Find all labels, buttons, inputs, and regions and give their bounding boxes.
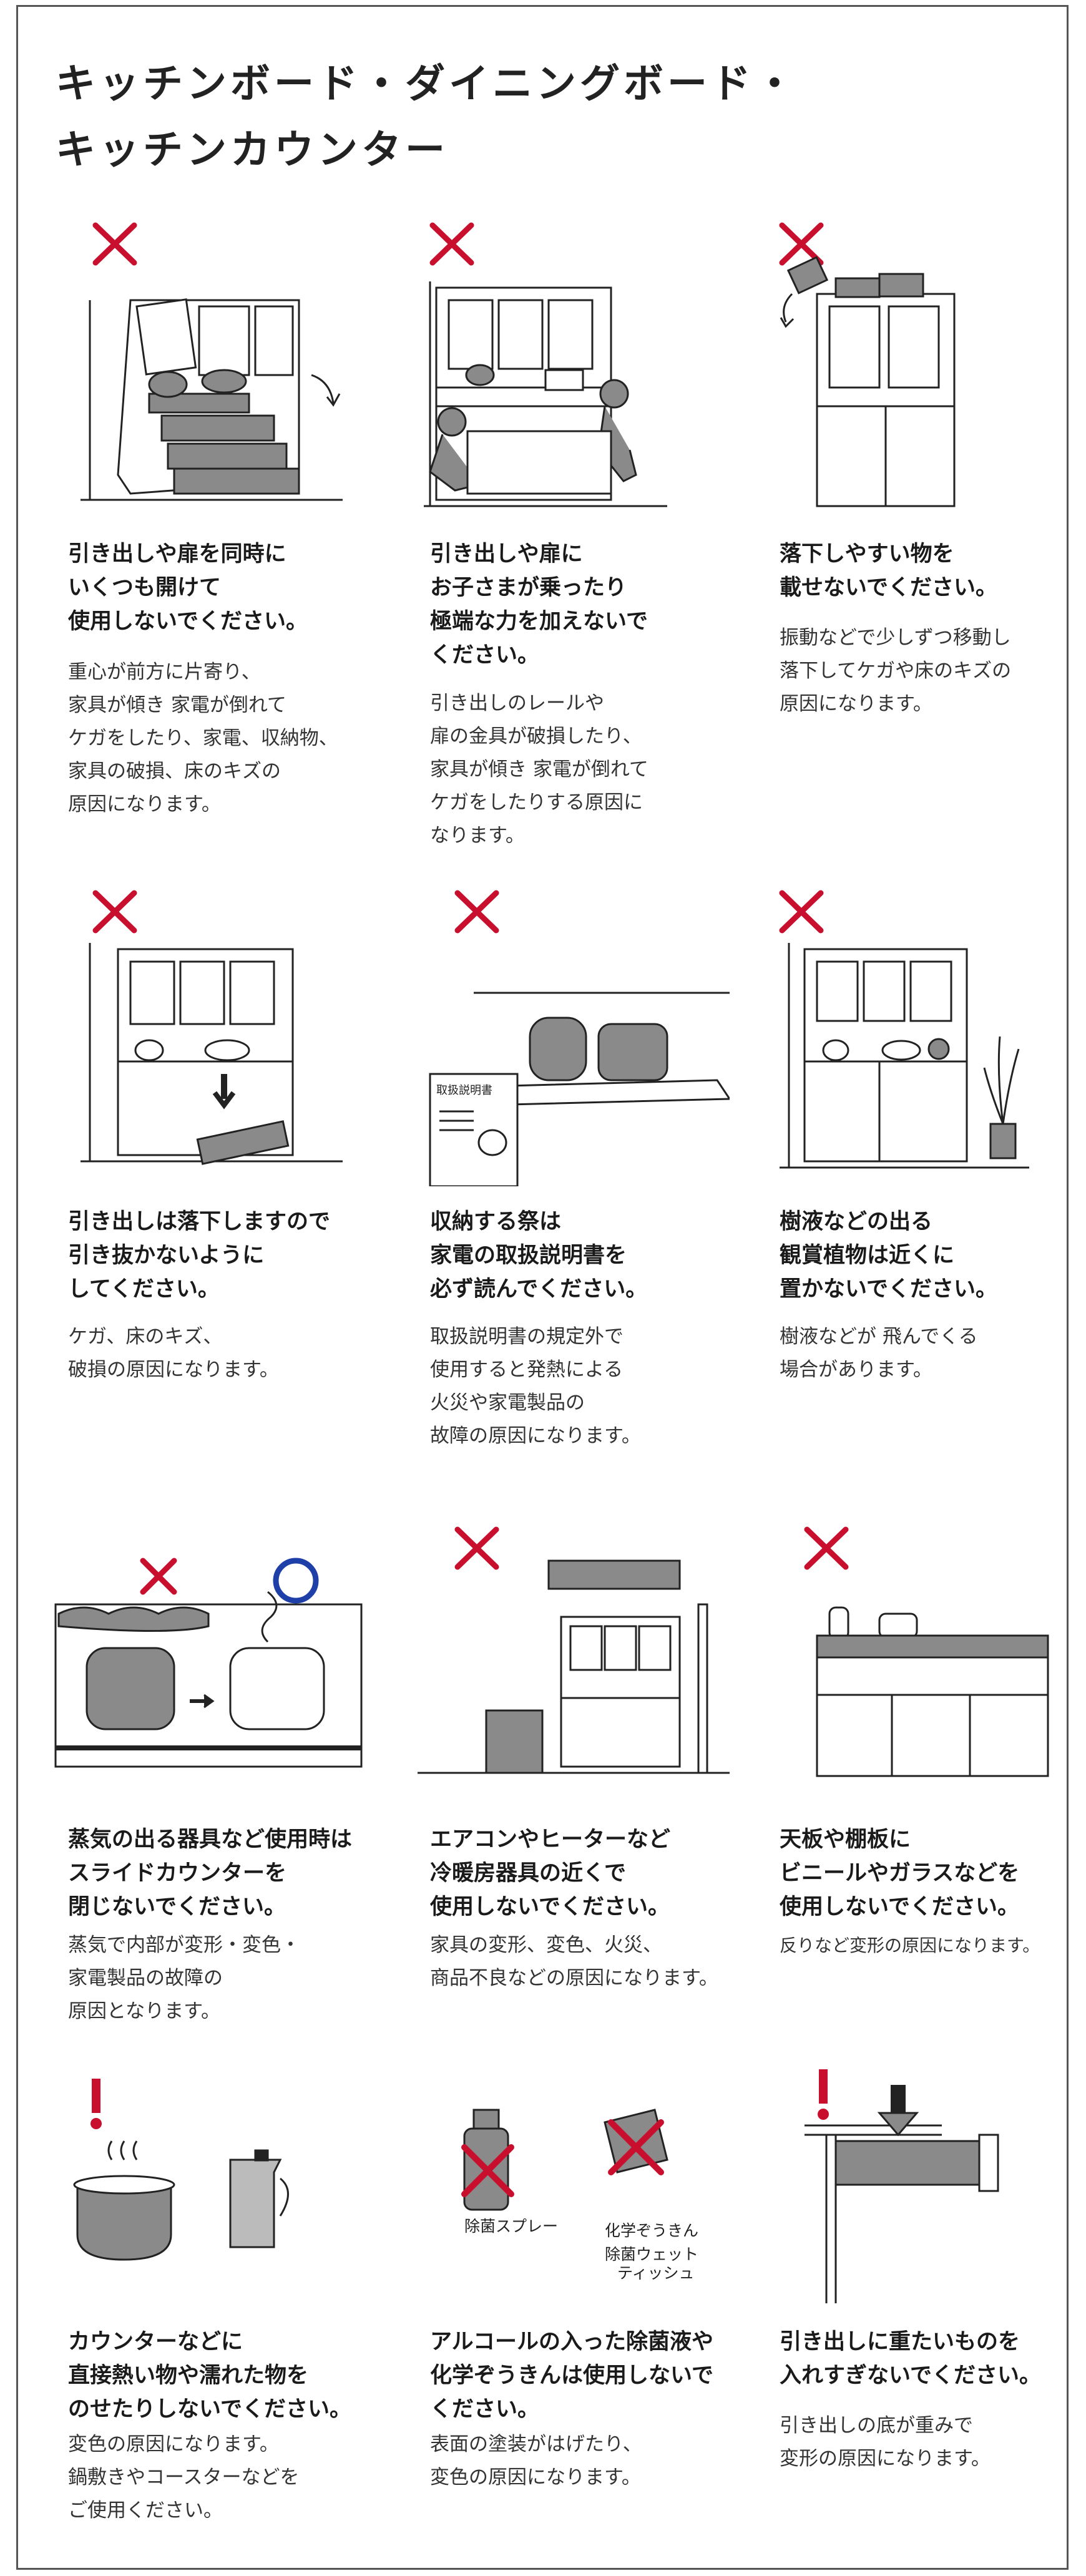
item-5-description: 取扱説明書の規定外で 使用すると発熱による 火災や家電製品の 故障の原因になりま… bbox=[430, 1325, 641, 1447]
ng-x-icon bbox=[779, 890, 824, 934]
ng-x-icon bbox=[779, 222, 824, 266]
item-3-description: 振動などで少しずつ移動し 落下してケガや床のキズの 原因になります。 bbox=[780, 627, 1012, 715]
item-11-heading: アルコールの入った除菌液や 化学ぞうきんは使用しないで ください。 bbox=[430, 2330, 713, 2422]
illustration-objects-on-top bbox=[779, 222, 956, 507]
illustration-glass-on-top bbox=[804, 1526, 1049, 1777]
ng-x-icon bbox=[608, 2119, 664, 2175]
item-6-description: 樹液などが 飛んでくる 場合があります。 bbox=[780, 1325, 978, 1381]
spray-label: 除菌スプレー bbox=[464, 2217, 558, 2235]
illustration-steam-slide-counter bbox=[54, 1558, 363, 1768]
page-title-line1: キッチンボード・ダイニングボード・ bbox=[56, 61, 798, 107]
item-5-heading: 収納する祭は 家電の取扱説明書を 必ず読んでください。 bbox=[430, 1209, 648, 1302]
item-3-heading: 落下しやすい物を 載せないでください。 bbox=[780, 542, 997, 600]
wipe-label-line2: ティッシュ bbox=[617, 2264, 695, 2282]
ng-x-icon bbox=[92, 222, 137, 266]
ng-x-icon bbox=[454, 1526, 499, 1570]
item-1-heading: 引き出しや扉を同時に いくつも開けて 使用しないでください。 bbox=[68, 542, 308, 634]
item-9-heading: 天板や棚板に ビニールやガラスなどを 使用しないでください。 bbox=[780, 1827, 1020, 1920]
caution-exclamation-icon bbox=[90, 2079, 102, 2129]
item-12-heading: 引き出しに重たいものを 入れすぎないでください。 bbox=[780, 2330, 1041, 2388]
illustration-tipping-cabinet bbox=[81, 222, 343, 501]
item-2-description: 引き出しのレールや 扉の金具が破損したり、 家具が傾き 家電が倒れて ケガをした… bbox=[430, 692, 648, 847]
ok-circle-icon bbox=[273, 1558, 319, 1604]
item-12-description: 引き出しの底が重みで 変形の原因になります。 bbox=[780, 2414, 991, 2470]
manual-label: 取扱説明書 bbox=[436, 1084, 492, 1097]
item-2-heading: 引き出しや扉に お子さまが乗ったり 極端な力を加えないで ください。 bbox=[430, 542, 648, 668]
illustration-pot-and-pitcher bbox=[73, 2079, 289, 2261]
item-8-description: 家具の変形、変色、火災、 商品不良などの原因になります。 bbox=[430, 1934, 718, 1989]
illustration-plant-near-cabinet bbox=[779, 890, 1029, 1169]
ng-x-icon bbox=[140, 1558, 177, 1595]
wipe-label-line1: 除菌ウェット bbox=[605, 2245, 698, 2263]
item-4-heading: 引き出しは落下しますので 引き抜かないように してください。 bbox=[68, 1209, 331, 1302]
instruction-sheet: キッチンボード・ダイニングボード・ キッチンカウンター 引き出しや扉を同時に い… bbox=[16, 5, 1069, 2570]
illustration-aircon-heater bbox=[418, 1526, 730, 1774]
cloth-label: 化学ぞうきん bbox=[605, 2222, 698, 2240]
ng-x-icon bbox=[461, 2144, 514, 2197]
item-7-heading: 蒸気の出る器具など使用時は スライドカウンターを 閉じないでください。 bbox=[68, 1827, 353, 1920]
item-7-description: 蒸気で内部が変形・変色・ 家電製品の故障の 原因となります。 bbox=[68, 1934, 300, 2022]
ng-x-icon bbox=[92, 890, 137, 934]
item-9-description: 反りなど変形の原因になります。 bbox=[780, 1935, 1040, 1956]
illustration-manual-and-appliances: 取扱説明書 bbox=[429, 890, 730, 1186]
ng-x-icon bbox=[804, 1526, 849, 1570]
item-10-heading: カウンターなどに 直接熱い物や濡れた物を のせたりしないでください。 bbox=[68, 2330, 351, 2422]
ng-x-icon bbox=[429, 222, 474, 266]
illustration-spray-and-cloth: 除菌スプレー 化学ぞうきん 除菌ウェット ティッシュ bbox=[461, 2109, 698, 2282]
illustration-falling-drawer bbox=[81, 890, 343, 1165]
illustration-children-on-drawers bbox=[424, 222, 667, 507]
item-8-heading: エアコンやヒーターなど 冷暖房器具の近くで 使用しないでください。 bbox=[430, 1827, 671, 1920]
item-1-description: 重心が前方に片寄り、 家具が傾き 家電が倒れて ケガをしたり、家電、収納物、 家… bbox=[68, 661, 338, 816]
illustration-heavy-drawer bbox=[805, 2069, 999, 2303]
item-4-description: ケガ、床のキズ、 破損の原因になります。 bbox=[68, 1325, 279, 1381]
caution-exclamation-icon bbox=[818, 2069, 829, 2120]
item-6-heading: 樹液などの出る 観賞植物は近くに 置かないでください。 bbox=[780, 1209, 997, 1302]
item-11-description: 表面の塗装がはげたり、 変色の原因になります。 bbox=[430, 2433, 642, 2489]
page-title-line2: キッチンカウンター bbox=[56, 127, 449, 173]
ng-x-icon bbox=[454, 890, 499, 934]
item-10-description: 変色の原因になります。 鍋敷きやコースターなどを ご使用ください。 bbox=[68, 2433, 300, 2522]
